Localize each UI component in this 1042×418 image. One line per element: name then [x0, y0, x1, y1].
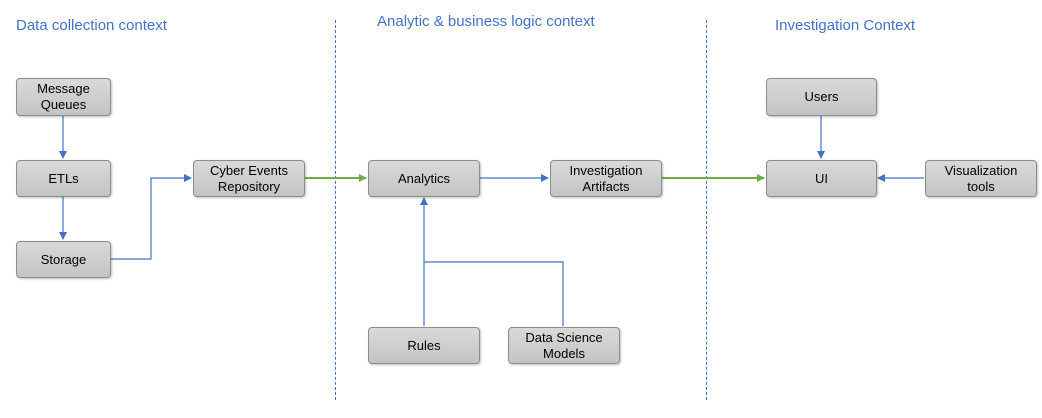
section-title-investigation: Investigation Context [775, 17, 916, 34]
node-analytics[interactable]: Analytics [368, 160, 480, 197]
node-label: Investigation Artifacts [569, 162, 643, 194]
node-message-queues[interactable]: Message Queues [16, 78, 111, 116]
node-label: Data Science Models [525, 329, 603, 361]
node-storage[interactable]: Storage [16, 241, 111, 278]
node-label: Storage [40, 251, 87, 267]
context-divider-right [706, 20, 707, 400]
node-rules[interactable]: Rules [368, 327, 480, 364]
node-data-science-models[interactable]: Data Science Models [508, 327, 620, 364]
node-label: Cyber Events Repository [209, 162, 289, 194]
node-label: UI [815, 170, 828, 186]
section-title-analytic: Analytic & business logic context [377, 13, 595, 30]
node-users[interactable]: Users [766, 78, 877, 116]
node-label: ETLs [48, 170, 79, 186]
node-visualization-tools[interactable]: Visualization tools [925, 160, 1037, 197]
node-investigation-artifacts[interactable]: Investigation Artifacts [550, 160, 662, 197]
node-label: Message Queues [37, 81, 90, 112]
edge-storage-to-repository [111, 174, 192, 260]
node-etls[interactable]: ETLs [16, 160, 111, 197]
node-label: Visualization tools [944, 162, 1018, 194]
edge-models-to-analytics [424, 261, 564, 326]
node-label: Rules [407, 337, 441, 353]
section-title-data-collection: Data collection context [16, 17, 167, 34]
node-cyber-events-repository[interactable]: Cyber Events Repository [193, 160, 305, 197]
context-divider-left [335, 20, 336, 400]
node-label: Users [804, 89, 839, 104]
node-label: Analytics [397, 170, 451, 186]
node-ui[interactable]: UI [766, 160, 877, 197]
